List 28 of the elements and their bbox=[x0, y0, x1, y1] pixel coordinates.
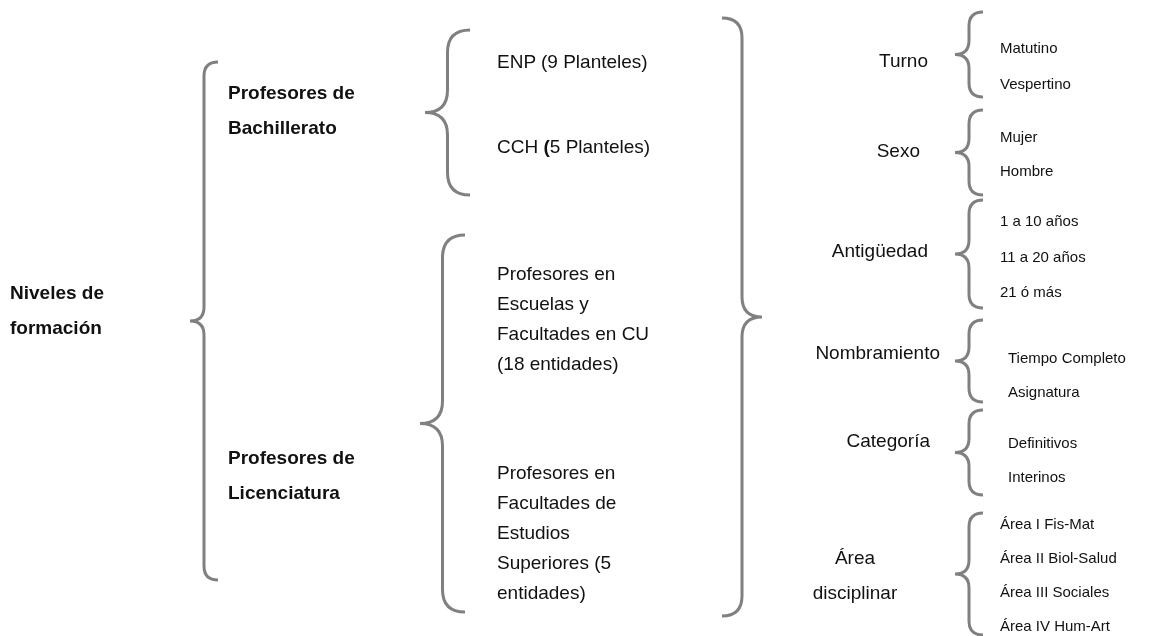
item-label: Área II Biol-Salud bbox=[1000, 549, 1165, 567]
item-label: 21 ó más bbox=[1000, 283, 1160, 301]
item-label: Hombre bbox=[1000, 162, 1160, 180]
item-label: 1 a 10 años bbox=[1000, 212, 1160, 230]
heading-text: Profesores de Licenciatura bbox=[228, 440, 398, 510]
label-text: Profesores en Facultades de Estudios Superiores (5 entidades) bbox=[497, 458, 657, 608]
category-label: Turno bbox=[780, 42, 928, 78]
category-label: Sexo bbox=[780, 132, 920, 168]
label-text: ENP (9 Planteles) bbox=[497, 47, 727, 77]
item-label: Matutino bbox=[1000, 39, 1160, 57]
item-label: Vespertino bbox=[1000, 75, 1160, 93]
heading-text: Niveles de formación bbox=[10, 275, 160, 345]
label-text: CCH (5 Planteles) bbox=[497, 132, 727, 162]
item-label: 11 a 20 años bbox=[1000, 248, 1160, 266]
item-label: Área III Sociales bbox=[1000, 583, 1165, 601]
item-label: Tiempo Completo bbox=[1008, 349, 1168, 367]
item-label: Área I Fis-Mat bbox=[1000, 515, 1165, 533]
item-label: Definitivos bbox=[1008, 434, 1168, 452]
category-label: Categoría bbox=[780, 422, 930, 458]
item-label: Asignatura bbox=[1008, 383, 1168, 401]
category-label: Área disciplinar bbox=[800, 540, 910, 610]
label-text: Profesores en Escuelas y Facultades en CU (18 entidades) bbox=[497, 259, 657, 379]
category-label: Antigüedad bbox=[780, 232, 928, 268]
heading-text: Profesores de Bachillerato bbox=[228, 75, 398, 145]
category-label: Nombramiento bbox=[760, 334, 940, 370]
item-label: Mujer bbox=[1000, 128, 1160, 146]
item-label: Área IV Hum-Art bbox=[1000, 617, 1165, 635]
item-label: Interinos bbox=[1008, 468, 1168, 486]
